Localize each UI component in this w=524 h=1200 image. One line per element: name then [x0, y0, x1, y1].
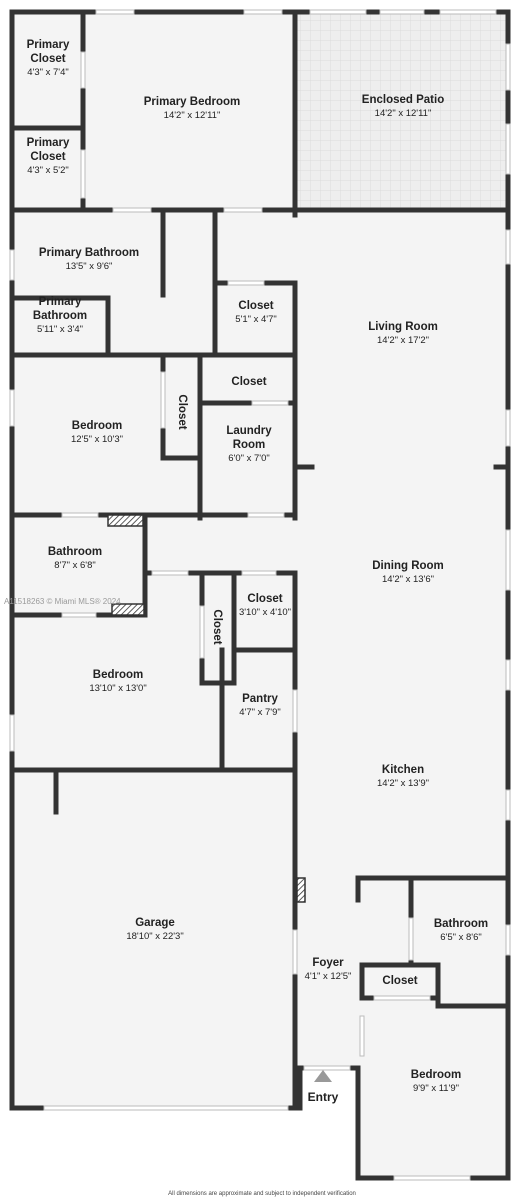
- room-name: Dining Room: [372, 560, 444, 572]
- patio-floor: [295, 12, 508, 210]
- room-name: Primary: [27, 137, 70, 149]
- room-name: Pantry: [242, 693, 278, 705]
- room-dimensions: 3'10" x 4'10": [239, 607, 291, 618]
- room-dimensions: 14'2" x 12'11": [164, 110, 221, 121]
- room-kitchen: Kitchen 14'2" x 13'9": [377, 764, 429, 789]
- room-name: Bathroom: [434, 918, 488, 930]
- room-dining-room: Dining Room 14'2" x 13'6": [372, 560, 444, 585]
- room-foyer: Foyer 4'1" x 12'5": [305, 957, 352, 982]
- room-name: Bathroom: [33, 310, 87, 322]
- room-name: Closet: [247, 593, 282, 605]
- room-dimensions: 18'10" x 22'3": [126, 931, 183, 942]
- entry-label: Entry: [308, 1090, 339, 1104]
- room-name: Primary: [27, 39, 70, 51]
- room-dimensions: 5'1" x 4'7": [235, 314, 277, 325]
- room-dimensions: 4'3" x 5'2": [27, 165, 69, 176]
- watermark: A11518263 © Miami MLS® 2024: [4, 597, 121, 606]
- room-dimensions: 14'2" x 17'2": [377, 335, 429, 346]
- room-living-room: Living Room 14'2" x 17'2": [368, 321, 438, 346]
- room-dimensions: 14'2" x 13'9": [377, 778, 429, 789]
- footnote: All dimensions are approximate and subje…: [168, 1191, 356, 1197]
- room-primary-bathroom-1: Primary Bathroom 13'5" x 9'6": [39, 247, 139, 272]
- room-name: Room: [233, 439, 266, 451]
- room-dimensions: 13'10" x 13'0": [89, 683, 146, 694]
- room-dimensions: 12'5" x 10'3": [71, 434, 123, 445]
- room-bathroom-2: Bathroom 6'5" x 8'6": [434, 918, 488, 943]
- room-closet-foyer: Closet: [382, 975, 417, 987]
- room-name: Closet: [30, 53, 65, 65]
- room-name: Enclosed Patio: [362, 94, 444, 106]
- room-name: Primary: [39, 296, 82, 308]
- room-bathroom-1: Bathroom 8'7" x 6'8": [48, 546, 102, 571]
- room-closet-mid: Closet 3'10" x 4'10": [239, 593, 291, 618]
- room-bedroom-1: Bedroom 12'5" x 10'3": [71, 420, 123, 445]
- room-closet-upper: Closet 5'1" x 4'7": [235, 300, 277, 325]
- room-name: Primary Bathroom: [39, 247, 139, 259]
- room-dimensions: 14'2" x 13'6": [382, 574, 434, 585]
- room-name: Closet: [231, 376, 266, 388]
- room-primary-bedroom: Primary Bedroom 14'2" x 12'11": [144, 96, 241, 121]
- room-name: Living Room: [368, 321, 438, 333]
- hatched-blocks: [107, 514, 306, 903]
- room-dimensions: 4'3" x 7'4": [27, 67, 69, 78]
- entry-marker: Entry: [308, 1070, 339, 1104]
- room-dimensions: 4'1" x 12'5": [305, 971, 352, 982]
- room-name: Bedroom: [72, 420, 122, 432]
- room-pantry: Pantry 4'7" x 7'9": [239, 693, 281, 718]
- room-name: Closet: [238, 300, 273, 312]
- room-dimensions: 14'2" x 12'11": [375, 108, 432, 119]
- room-closet-laundry: Closet: [231, 376, 266, 388]
- entry-arrow-icon: [314, 1070, 332, 1082]
- room-name: Closet: [30, 151, 65, 163]
- room-name: Closet: [382, 975, 417, 987]
- room-bedroom-3: Bedroom 9'9" x 11'9": [411, 1069, 461, 1094]
- room-name: Closet: [211, 609, 223, 644]
- floor-fills: [12, 12, 508, 1178]
- room-name: Bedroom: [411, 1069, 461, 1081]
- room-enclosed-patio: Enclosed Patio 14'2" x 12'11": [362, 94, 444, 119]
- room-name: Foyer: [312, 957, 344, 969]
- room-dimensions: 13'5" x 9'6": [66, 261, 113, 272]
- room-name: Closet: [176, 394, 188, 429]
- room-closet-vertical-1: Closet: [176, 394, 188, 429]
- room-name: Bedroom: [93, 669, 143, 681]
- room-dimensions: 8'7" x 6'8": [54, 560, 96, 571]
- room-name: Bathroom: [48, 546, 102, 558]
- room-dimensions: 6'0" x 7'0": [228, 453, 270, 464]
- room-name: Garage: [135, 917, 175, 929]
- room-dimensions: 4'7" x 7'9": [239, 707, 281, 718]
- room-garage: Garage 18'10" x 22'3": [126, 917, 183, 942]
- windows: [9, 9, 511, 1181]
- house-floor: [12, 12, 508, 1178]
- room-dimensions: 6'5" x 8'6": [440, 932, 482, 943]
- room-name: Kitchen: [382, 764, 424, 776]
- room-closet-vertical-2: Closet: [211, 609, 223, 644]
- room-dimensions: 9'9" x 11'9": [413, 1083, 459, 1094]
- room-name: Primary Bedroom: [144, 96, 241, 108]
- room-bedroom-2: Bedroom 13'10" x 13'0": [89, 669, 146, 694]
- room-name: Laundry: [226, 425, 272, 437]
- room-dimensions: 5'11" x 3'4": [37, 324, 83, 335]
